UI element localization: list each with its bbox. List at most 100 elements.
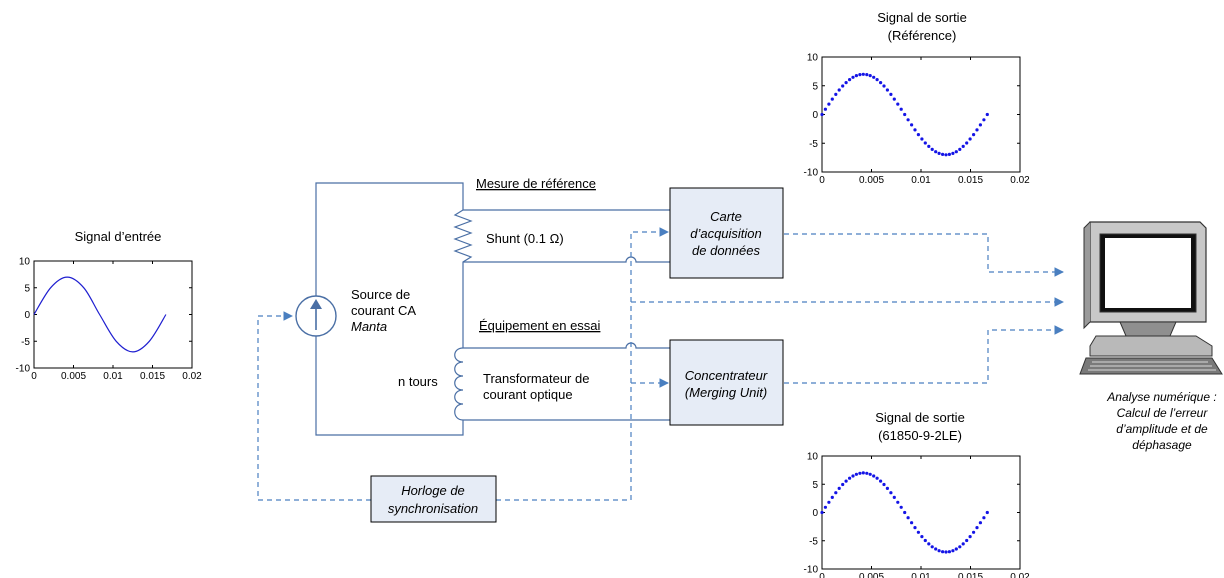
n-turns-label: n tours [398, 374, 438, 389]
equipment-under-test-label: Équipement en essai [479, 318, 601, 333]
data-point [823, 107, 828, 111]
data-point [892, 495, 896, 499]
data-point [827, 102, 831, 106]
reference-measure-label: Mesure de référence [476, 176, 596, 191]
data-point [941, 152, 945, 156]
data-point [858, 471, 862, 475]
data-point [896, 500, 900, 504]
data-point [858, 73, 862, 77]
y-tick-label: -5 [809, 536, 818, 547]
data-point [927, 542, 931, 546]
y-tick-label: 10 [19, 257, 31, 268]
y-tick-label: 10 [807, 452, 819, 463]
data-point [920, 535, 924, 539]
data-point [965, 538, 969, 543]
data-point [941, 550, 945, 554]
data-point [865, 471, 869, 475]
chart-frame [821, 56, 1021, 173]
data-point [954, 547, 958, 551]
x-tick-label: 0.005 [859, 572, 884, 578]
data-point [972, 530, 976, 534]
data-point [910, 521, 914, 525]
input-signal-title: Signal d’entrée [75, 229, 162, 244]
analysis-line-2: Calcul de l’erreur [1117, 406, 1209, 420]
data-point [903, 112, 907, 117]
y-tick-label: 0 [812, 110, 818, 121]
data-point [872, 75, 876, 79]
y-tick-label: 0 [24, 310, 30, 321]
data-point [875, 476, 879, 480]
data-point [837, 486, 841, 490]
daq-card-box [669, 187, 784, 279]
data-point [930, 545, 934, 549]
optical-ct-coil [454, 347, 464, 421]
daq-line-2: d’acquisition [690, 226, 762, 241]
y-tick-label: -10 [804, 168, 819, 179]
clock-line-1: Horloge de [401, 483, 465, 498]
data-point [820, 510, 824, 515]
data-point [851, 75, 855, 79]
shunt-label: Shunt (0.1 Ω) [486, 231, 564, 246]
data-point [879, 81, 883, 85]
data-point [834, 92, 838, 96]
data-point [975, 128, 979, 132]
x-tick-label: 0 [819, 572, 825, 578]
data-point [927, 144, 931, 148]
data-point [934, 150, 938, 154]
x-tick-label: 0 [819, 175, 825, 186]
data-point [834, 491, 838, 495]
data-point [906, 516, 910, 520]
data-point [861, 471, 865, 475]
data-point [879, 479, 883, 483]
data-point [896, 102, 900, 106]
data-point [965, 141, 969, 145]
x-tick-label: 0 [31, 371, 37, 382]
analysis-line-4: déphasage [1132, 438, 1192, 452]
data-point [844, 479, 848, 483]
merging-line-2: (Merging Unit) [685, 385, 767, 400]
analysis-line-3: d’amplitude et de [1116, 422, 1208, 436]
data-point [875, 78, 879, 82]
data-point [861, 72, 865, 76]
data-point [882, 482, 886, 487]
y-tick-label: -10 [804, 565, 819, 576]
transformer-line-2: courant optique [483, 387, 573, 402]
x-tick-label: 0.015 [958, 175, 983, 186]
data-point [868, 74, 872, 78]
data-point [899, 505, 903, 509]
data-point [968, 535, 972, 539]
data-point [916, 133, 921, 137]
data-point [892, 97, 896, 101]
y-tick-label: -5 [21, 337, 30, 348]
data-point [868, 472, 872, 476]
data-point [961, 144, 965, 148]
data-point [934, 547, 938, 551]
x-tick-label: 0.02 [1010, 175, 1030, 186]
data-point [920, 137, 924, 141]
y-tick-label: 5 [812, 480, 818, 491]
data-point [913, 526, 917, 530]
data-point [913, 128, 917, 132]
data-point [885, 486, 890, 490]
x-tick-label: 0.015 [958, 572, 983, 578]
data-point [985, 112, 989, 117]
x-tick-label: 0.02 [1010, 572, 1030, 578]
x-tick-label: 0.005 [859, 175, 884, 186]
data-point [951, 151, 955, 155]
series-line [33, 276, 167, 353]
data-point [985, 510, 989, 515]
clock-line-2: synchronisation [388, 501, 478, 516]
x-tick-label: 0.01 [911, 572, 931, 578]
y-tick-label: 0 [812, 508, 818, 519]
data-point [947, 550, 952, 554]
daq-line-3: de données [692, 243, 760, 258]
x-tick-label: 0.01 [103, 371, 123, 382]
computer-icon [1079, 221, 1223, 375]
daq-line-1: Carte [710, 209, 742, 224]
data-point [978, 521, 983, 525]
data-point [882, 84, 886, 88]
source-line-1: Source de [351, 287, 410, 302]
output-ref-title-1: Signal de sortie [877, 10, 967, 25]
data-point [910, 123, 914, 127]
